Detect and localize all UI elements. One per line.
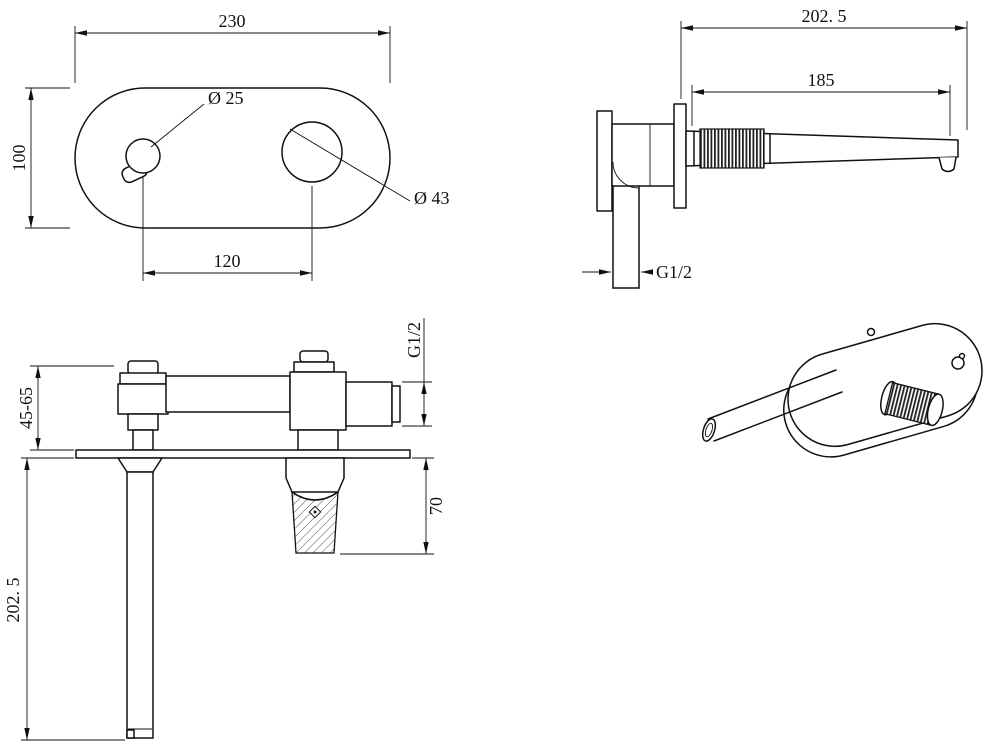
dim-recess-depth: 45-65 <box>16 365 114 451</box>
label-spout-hole-diameter: Ø 43 <box>414 188 450 208</box>
plate-screw <box>866 327 876 337</box>
side-view: 202. 5 185 G1/2 <box>582 6 968 289</box>
label-spout-projection: 185 <box>808 70 835 90</box>
spout-3d-tip <box>701 418 717 442</box>
right-valve-stem <box>297 429 339 451</box>
dim-plate-width: 230 <box>74 11 391 83</box>
handle-3d <box>880 380 944 427</box>
spout-3d-bottom <box>713 391 843 442</box>
handle-3d-endcap <box>926 393 944 427</box>
handle-dome-curve <box>291 491 339 501</box>
handle-hole <box>125 138 161 174</box>
label-recess-depth: 45-65 <box>16 387 36 429</box>
label-plate-width: 230 <box>219 11 246 31</box>
dim-outlet-thread: G1/2 <box>402 318 432 427</box>
perspective-view <box>701 322 983 458</box>
left-valve-cap <box>127 360 159 375</box>
front-view: Ø 25 Ø 43 230 100 120 <box>9 11 450 281</box>
label-outlet-thread: G1/2 <box>404 322 424 358</box>
spout-3d-aerator <box>704 422 714 438</box>
plate-edge <box>673 103 687 209</box>
label-handle-hole-diameter: Ø 25 <box>208 88 244 108</box>
handle-base <box>285 457 345 493</box>
plate-edge <box>75 449 411 459</box>
dim-inlet-thread: G1/2 <box>582 262 692 282</box>
dim-plate-height: 100 <box>9 87 70 229</box>
leader-line <box>150 103 205 148</box>
handle-indicator-dot <box>313 510 317 514</box>
aerator-notch <box>126 729 135 739</box>
dim-overall-projection: 202. 5 <box>680 6 968 130</box>
outlet-fitting <box>345 381 393 427</box>
right-valve-flange <box>293 361 335 373</box>
dim-spout-length: 202. 5 <box>3 457 125 741</box>
label-spout-length: 202. 5 <box>3 578 23 623</box>
plate-3d <box>783 322 983 458</box>
handle-grip <box>291 490 339 554</box>
right-valve-block <box>289 371 347 431</box>
body-tube <box>165 375 291 413</box>
plate-outline <box>74 87 391 229</box>
left-valve-block <box>117 383 169 415</box>
spout-base <box>117 457 163 473</box>
label-plate-height: 100 <box>9 145 29 172</box>
label-hole-spacing: 120 <box>214 251 241 271</box>
spout-tube <box>126 471 154 739</box>
outlet-thread-step <box>391 385 401 423</box>
label-inlet-thread: G1/2 <box>656 262 692 282</box>
label-overall-projection: 202. 5 <box>802 6 847 26</box>
callout-handle-hole: Ø 25 <box>150 88 244 148</box>
side-port-screw <box>958 352 966 360</box>
left-valve-neck <box>127 413 159 431</box>
valve-body <box>611 123 675 187</box>
left-valve-stem <box>132 429 154 451</box>
spout-hole <box>281 121 343 183</box>
callout-spout-hole: Ø 43 <box>289 128 450 208</box>
spout-3d-top <box>707 369 837 420</box>
dim-handle-projection: 70 <box>340 457 446 555</box>
dim-hole-spacing: 120 <box>142 177 313 281</box>
side-port-cap <box>951 356 965 370</box>
aerator <box>938 157 957 173</box>
installation-view: 45-65 G1/2 70 202. 5 <box>3 318 446 741</box>
leader-line <box>289 128 411 202</box>
right-valve-cap <box>299 350 329 363</box>
spout-knurled-hub <box>699 128 765 169</box>
elbow-arc <box>612 161 640 189</box>
dim-spout-projection: 185 <box>691 70 951 136</box>
wall-bracket <box>596 110 613 212</box>
label-handle-projection: 70 <box>426 497 446 515</box>
left-valve-flange <box>119 372 167 385</box>
